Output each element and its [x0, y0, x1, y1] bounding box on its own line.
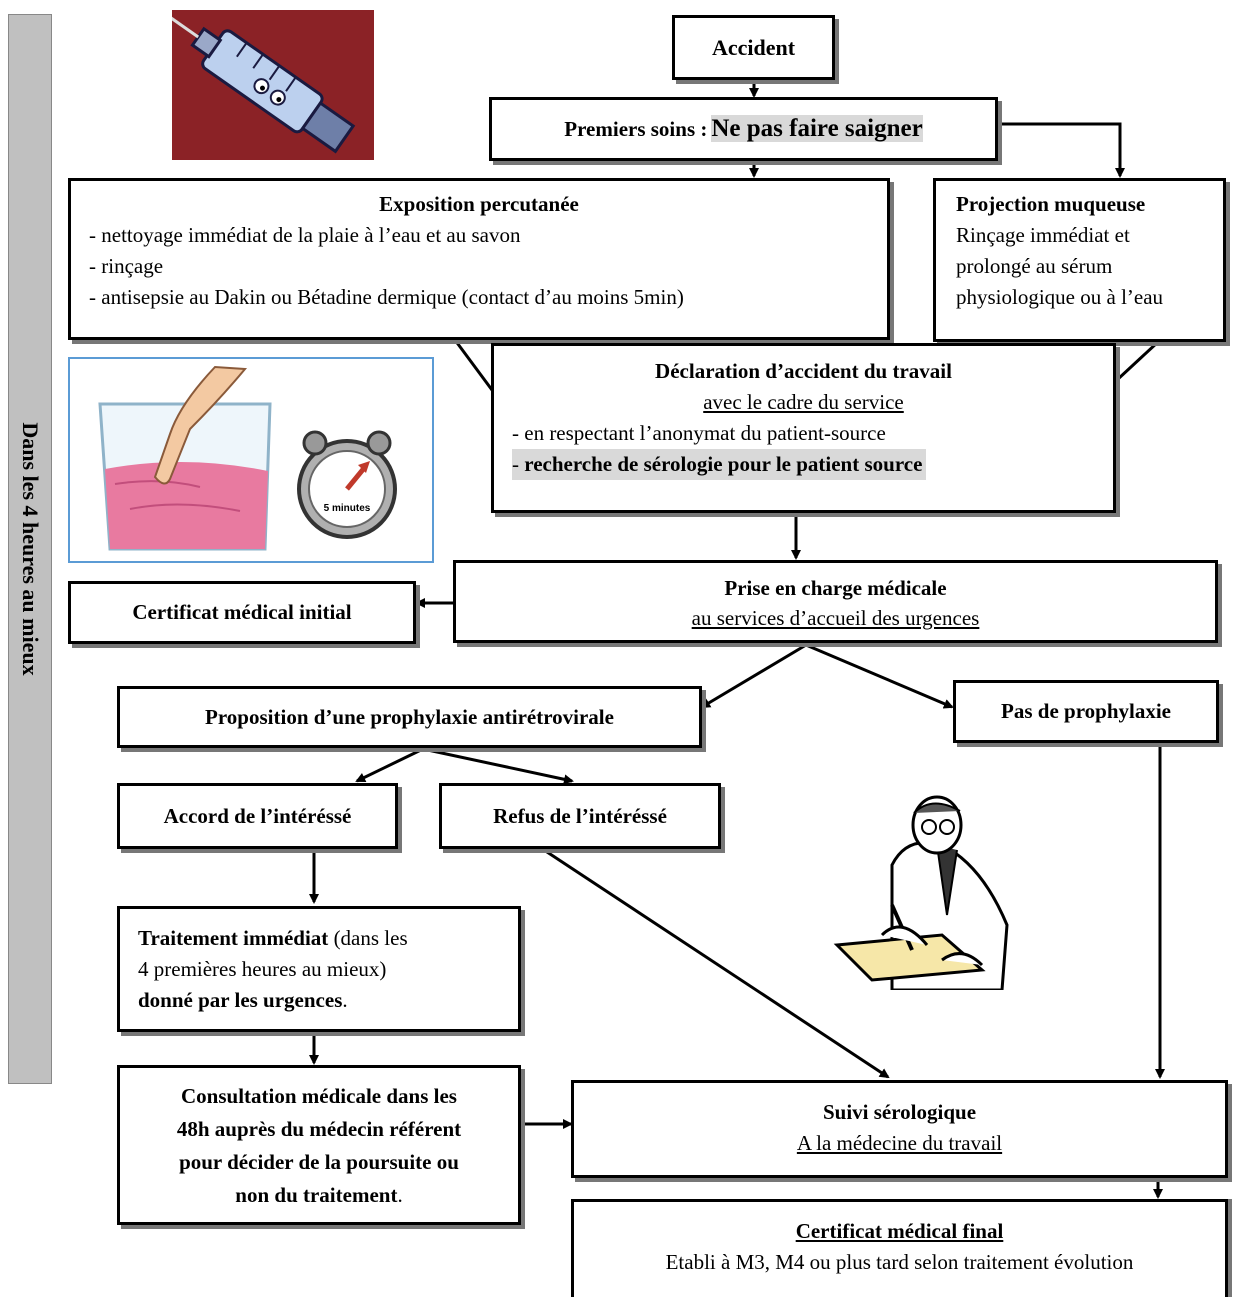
arrow-prise-en-charge-proposition	[700, 643, 807, 709]
arrow-proposition-refus	[422, 747, 574, 785]
proposition-label: Proposition d’une prophylaxie antirétrov…	[205, 705, 614, 729]
traitement-bold-2: donné par les urgences	[138, 988, 343, 1012]
prise-en-charge-subtitle: au services d’accueil des urgences	[691, 606, 980, 630]
projection-line-3: physiologique ou à l’eau	[956, 285, 1164, 309]
declaration-item-1: - en respectant l’anonymat du patient-so…	[512, 421, 886, 445]
premiers-soins-emphasis: Ne pas faire saigner	[711, 115, 923, 142]
accord-box: Accord de l’intéréssé	[117, 783, 398, 849]
traitement-bold-1: Traitement immédiat	[138, 926, 329, 950]
pas-prophylaxie-box: Pas de prophylaxie	[953, 680, 1219, 743]
arrow-refus-suivi	[543, 848, 890, 1079]
consultation-line-3: pour décider de la poursuite ou	[179, 1150, 459, 1174]
projection-line-1: Rinçage immédiat et	[956, 223, 1130, 247]
arrow-premiers-soins-projection	[998, 122, 1125, 178]
consultation-line-2: 48h auprès du médecin référent	[176, 1117, 462, 1141]
suivi-box: Suivi sérologique A la médecine du trava…	[571, 1080, 1228, 1178]
premiers-soins-box: Premiers soins : Ne pas faire saigner	[489, 97, 998, 161]
arrow-prise-en-charge-pas-prophylaxie	[805, 643, 954, 709]
consultation-box: Consultation médicale dans les 48h auprè…	[117, 1065, 521, 1225]
declaration-item-2-text: recherche de sérologie pour le patient s…	[524, 452, 923, 476]
certificat-final-box: Certificat médical final Etabli à M3, M4…	[571, 1199, 1228, 1297]
refus-label: Refus de l’intéréssé	[493, 804, 667, 828]
declaration-box: Déclaration d’accident du travail avec l…	[491, 343, 1116, 513]
certificat-initial-box: Certificat médical initial	[68, 581, 416, 644]
exposition-item-1: - nettoyage immédiat de la plaie à l’eau…	[89, 223, 521, 247]
projection-title: Projection muqueuse	[956, 192, 1146, 216]
exposition-item-2: - rinçage	[89, 254, 164, 278]
refus-box: Refus de l’intéréssé	[439, 783, 721, 849]
certificat-initial-label: Certificat médical initial	[132, 600, 352, 624]
premiers-soins-prefix: Premiers soins :	[564, 117, 708, 141]
accident-label: Accident	[711, 35, 796, 60]
projection-box: Projection muqueuse Rinçage immédiat et …	[933, 178, 1226, 342]
exposition-title: Exposition percutanée	[379, 192, 579, 216]
side-time-bar: Dans les 4 heures au mieux	[8, 14, 52, 1084]
disinfection-illustration: 5 minutes	[68, 357, 434, 563]
traitement-line-2: 4 premières heures au mieux)	[138, 957, 387, 981]
exposition-box: Exposition percutanée - nettoyage immédi…	[68, 178, 890, 340]
certificat-final-title: Certificat médical final	[795, 1219, 1004, 1243]
accord-label: Accord de l’intéréssé	[163, 804, 352, 828]
suivi-title: Suivi sérologique	[822, 1100, 977, 1124]
prise-en-charge-title: Prise en charge médicale	[724, 576, 947, 600]
proposition-box: Proposition d’une prophylaxie antirétrov…	[117, 686, 702, 748]
declaration-subtitle: avec le cadre du service	[703, 390, 904, 414]
traitement-normal-1: (dans les	[328, 926, 408, 950]
arrow-proposition-accord	[355, 747, 424, 783]
certificat-final-subtitle: Etabli à M3, M4 ou plus tard selon trait…	[665, 1250, 1134, 1274]
suivi-subtitle: A la médecine du travail	[796, 1131, 1003, 1155]
doctor-illustration	[832, 795, 1032, 992]
consultation-line-4: non du traitement	[235, 1183, 398, 1207]
projection-line-2: prolongé au sérum	[956, 254, 1113, 278]
accident-box: Accident	[672, 15, 835, 80]
prise-en-charge-box: Prise en charge médicale au services d’a…	[453, 560, 1218, 643]
traitement-box: Traitement immédiat (dans les 4 première…	[117, 906, 521, 1032]
exposition-item-3: - antisepsie au Dakin ou Bétadine dermiq…	[89, 285, 684, 309]
pas-prophylaxie-label: Pas de prophylaxie	[1001, 699, 1171, 723]
consultation-line-1: Consultation médicale dans les	[181, 1084, 457, 1108]
timer-label: 5 minutes	[324, 503, 371, 514]
declaration-title: Déclaration d’accident du travail	[655, 359, 952, 383]
declaration-item-2: - recherche de sérologie pour le patient…	[512, 449, 927, 480]
syringe-illustration	[154, 5, 374, 160]
